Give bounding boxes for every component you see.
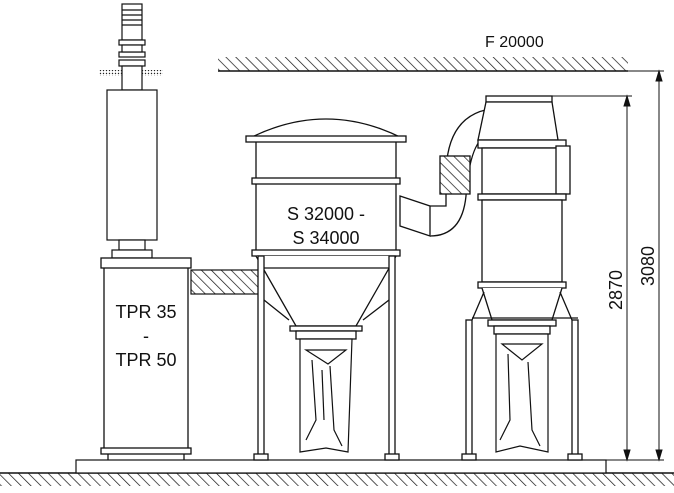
dimension-inner-label: 2870: [606, 270, 626, 310]
connecting-duct: [190, 269, 260, 295]
silo-label-line2: -: [143, 326, 149, 346]
floor-slab: [0, 472, 674, 486]
dimension-outer-label: 3080: [638, 246, 658, 286]
chimney-pipe: [106, 65, 158, 259]
filter-bag-right: [495, 333, 549, 453]
chimney: [118, 3, 146, 67]
tpr-silo: [100, 257, 192, 460]
silo-label-line3: TPR 50: [115, 350, 176, 370]
base-plate: [75, 459, 607, 474]
transfer-duct: [399, 107, 501, 237]
ceiling-label: F 20000: [485, 34, 544, 51]
separator-label-line1: S 32000 -: [287, 204, 365, 224]
filter-unit: [461, 95, 583, 461]
ceiling-slab: [218, 57, 628, 72]
dimension-lines: [552, 69, 664, 462]
separator-label-line2: S 34000: [292, 228, 359, 248]
separator-body: [245, 118, 407, 461]
silo-label-line1: TPR 35: [115, 302, 176, 322]
separator-filter-bag: [299, 338, 353, 453]
